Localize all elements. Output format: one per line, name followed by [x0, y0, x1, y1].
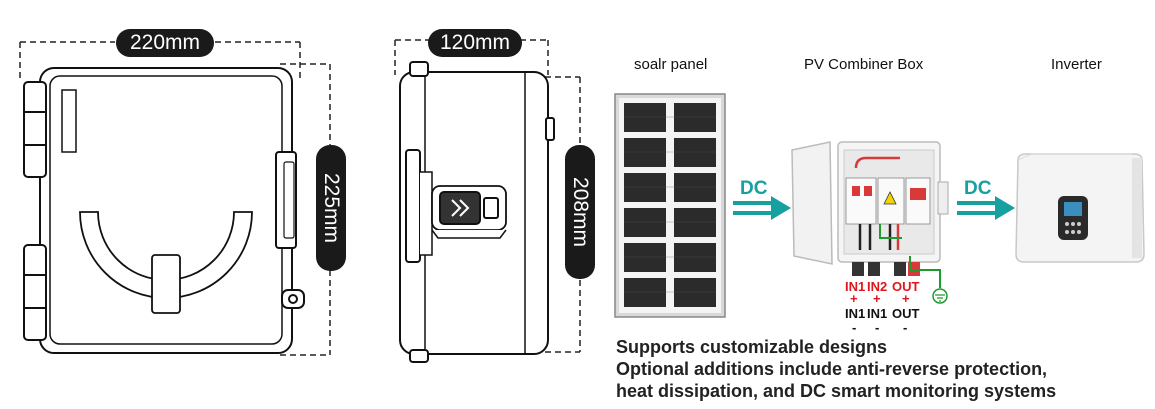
- note-line-1: Supports customizable designs: [616, 337, 888, 357]
- terminal-plus-1: +: [850, 291, 858, 306]
- side-height-dimension: 208mm: [565, 145, 595, 279]
- side-view-drawing: [394, 39, 581, 363]
- terminal-bottom-2: IN1: [867, 306, 888, 321]
- combiner-box-image: [791, 141, 949, 304]
- combiner-box-label: PV Combiner Box: [804, 56, 924, 73]
- front-width-dimension: 220mm: [116, 29, 214, 57]
- note-line-2: Optional additions include anti-reverse …: [616, 359, 1048, 379]
- solar-panel-label: soalr panel: [634, 56, 708, 73]
- terminal-top-3: OUT: [892, 279, 920, 294]
- note-line-3: heat dissipation, and DC smart monitorin…: [616, 381, 1057, 401]
- terminal-bottom-1: IN1: [845, 306, 866, 321]
- side-depth-dimension: 120mm: [428, 29, 522, 57]
- terminal-top-2: IN2: [867, 279, 888, 294]
- dc-arrow-2-icon: [957, 196, 1015, 220]
- inverter-label: Inverter: [1051, 56, 1102, 73]
- solar-panel-image: [614, 93, 726, 318]
- terminal-minus-2: -: [875, 320, 880, 335]
- dc-arrow-2-text: DC: [964, 178, 992, 199]
- front-height-dimension: 225mm: [316, 145, 346, 271]
- front-view-drawing: [19, 41, 331, 356]
- inverter-image: [1015, 153, 1145, 263]
- terminal-minus-1: -: [852, 320, 857, 335]
- terminal-plus-2: +: [873, 291, 881, 306]
- terminal-minus-3: -: [903, 320, 908, 335]
- dc-arrow-1-text: DC: [740, 178, 768, 199]
- terminal-bottom-3: OUT: [892, 306, 920, 321]
- terminal-plus-3: +: [902, 291, 910, 306]
- terminal-top-1: IN1: [845, 279, 866, 294]
- dc-arrow-1-icon: [733, 196, 791, 220]
